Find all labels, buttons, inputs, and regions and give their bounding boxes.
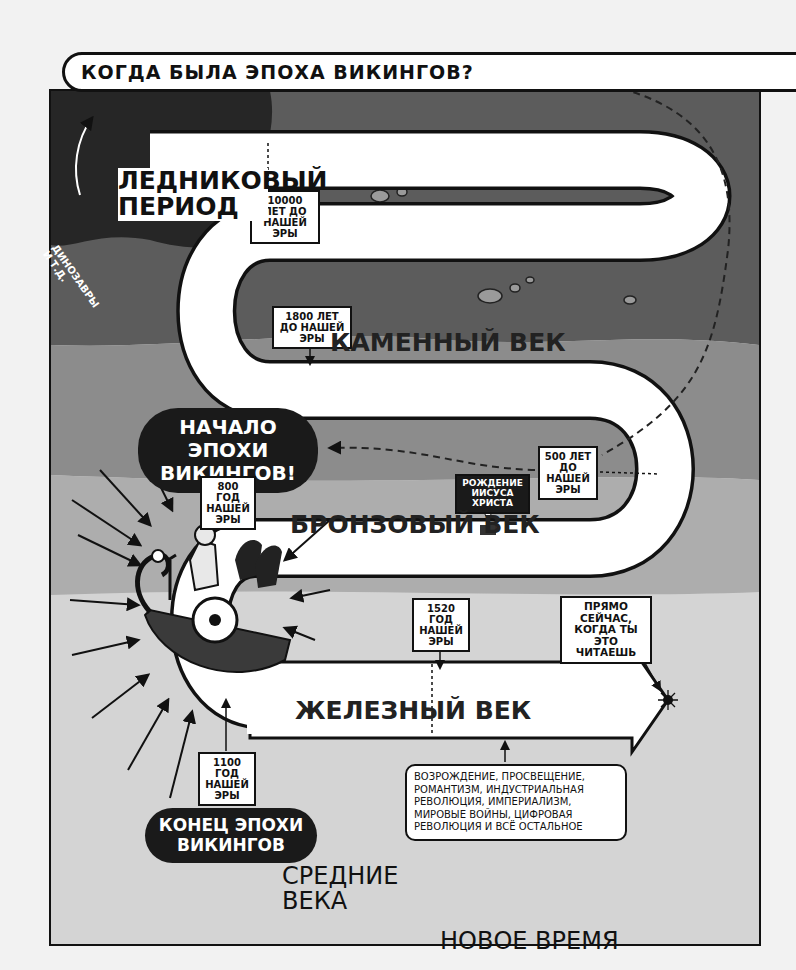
date-sign: 1520 ГОД НАШЕЙ ЭРЫ — [412, 598, 470, 652]
time-road — [150, 160, 702, 700]
era-label: ЛЕДНИКОВЫЙ ПЕРИОД — [118, 168, 268, 221]
speech-bubble: КОНЕЦ ЭПОХИ ВИКИНГОВ — [145, 808, 317, 863]
node-text: 800 ГОД НАШЕЙ ЭРЫ — [206, 481, 250, 525]
viking-ship — [138, 525, 290, 672]
node-text: 500 ЛЕТ ДО НАШЕЙ ЭРЫ — [544, 451, 592, 495]
era-label: БРОНЗОВЫЙ ВЕК — [290, 512, 796, 538]
node-text: ПРЯМО СЕЙЧАС, КОГДА ТЫ ЭТО ЧИТАЕШЬ — [566, 601, 646, 659]
event-box: РОЖДЕНИЕ ИИСУСА ХРИСТА — [455, 474, 530, 514]
time-point — [658, 690, 678, 710]
era-label: ЖЕЛЕЗНЫЙ ВЕК — [295, 698, 796, 724]
node-text: КОНЕЦ ЭПОХИ ВИКИНГОВ — [157, 816, 305, 855]
era-label: КАМЕННЫЙ ВЕК — [330, 330, 796, 356]
node-text: ВОЗРОЖДЕНИЕ, ПРОСВЕЩЕНИЕ, РОМАНТИЗМ, ИНД… — [414, 771, 618, 834]
era-label: НОВОЕ ВРЕМЯ — [440, 929, 796, 954]
date-sign: 800 ГОД НАШЕЙ ЭРЫ — [200, 476, 256, 530]
date-sign: 1100 ГОД НАШЕЙ ЭРЫ — [198, 752, 256, 806]
title-pill: КОГДА БЫЛА ЭПОХА ВИКИНГОВ? — [62, 52, 796, 92]
era-label: СРЕДНИЕ ВЕКА — [282, 864, 422, 914]
node-text: 1520 ГОД НАШЕЙ ЭРЫ — [418, 603, 464, 647]
now-box: ПРЯМО СЕЙЧАС, КОГДА ТЫ ЭТО ЧИТАЕШЬ — [560, 596, 652, 664]
node-text: НАЧАЛО ЭПОХИ ВИКИНГОВ! — [150, 416, 306, 485]
node-text: 1100 ГОД НАШЕЙ ЭРЫ — [204, 757, 250, 801]
date-sign: 500 ЛЕТ ДО НАШЕЙ ЭРЫ — [538, 446, 598, 500]
note-box: ВОЗРОЖДЕНИЕ, ПРОСВЕЩЕНИЕ, РОМАНТИЗМ, ИНД… — [405, 764, 627, 841]
node-text: РОЖДЕНИЕ ИИСУСА ХРИСТА — [460, 479, 525, 509]
